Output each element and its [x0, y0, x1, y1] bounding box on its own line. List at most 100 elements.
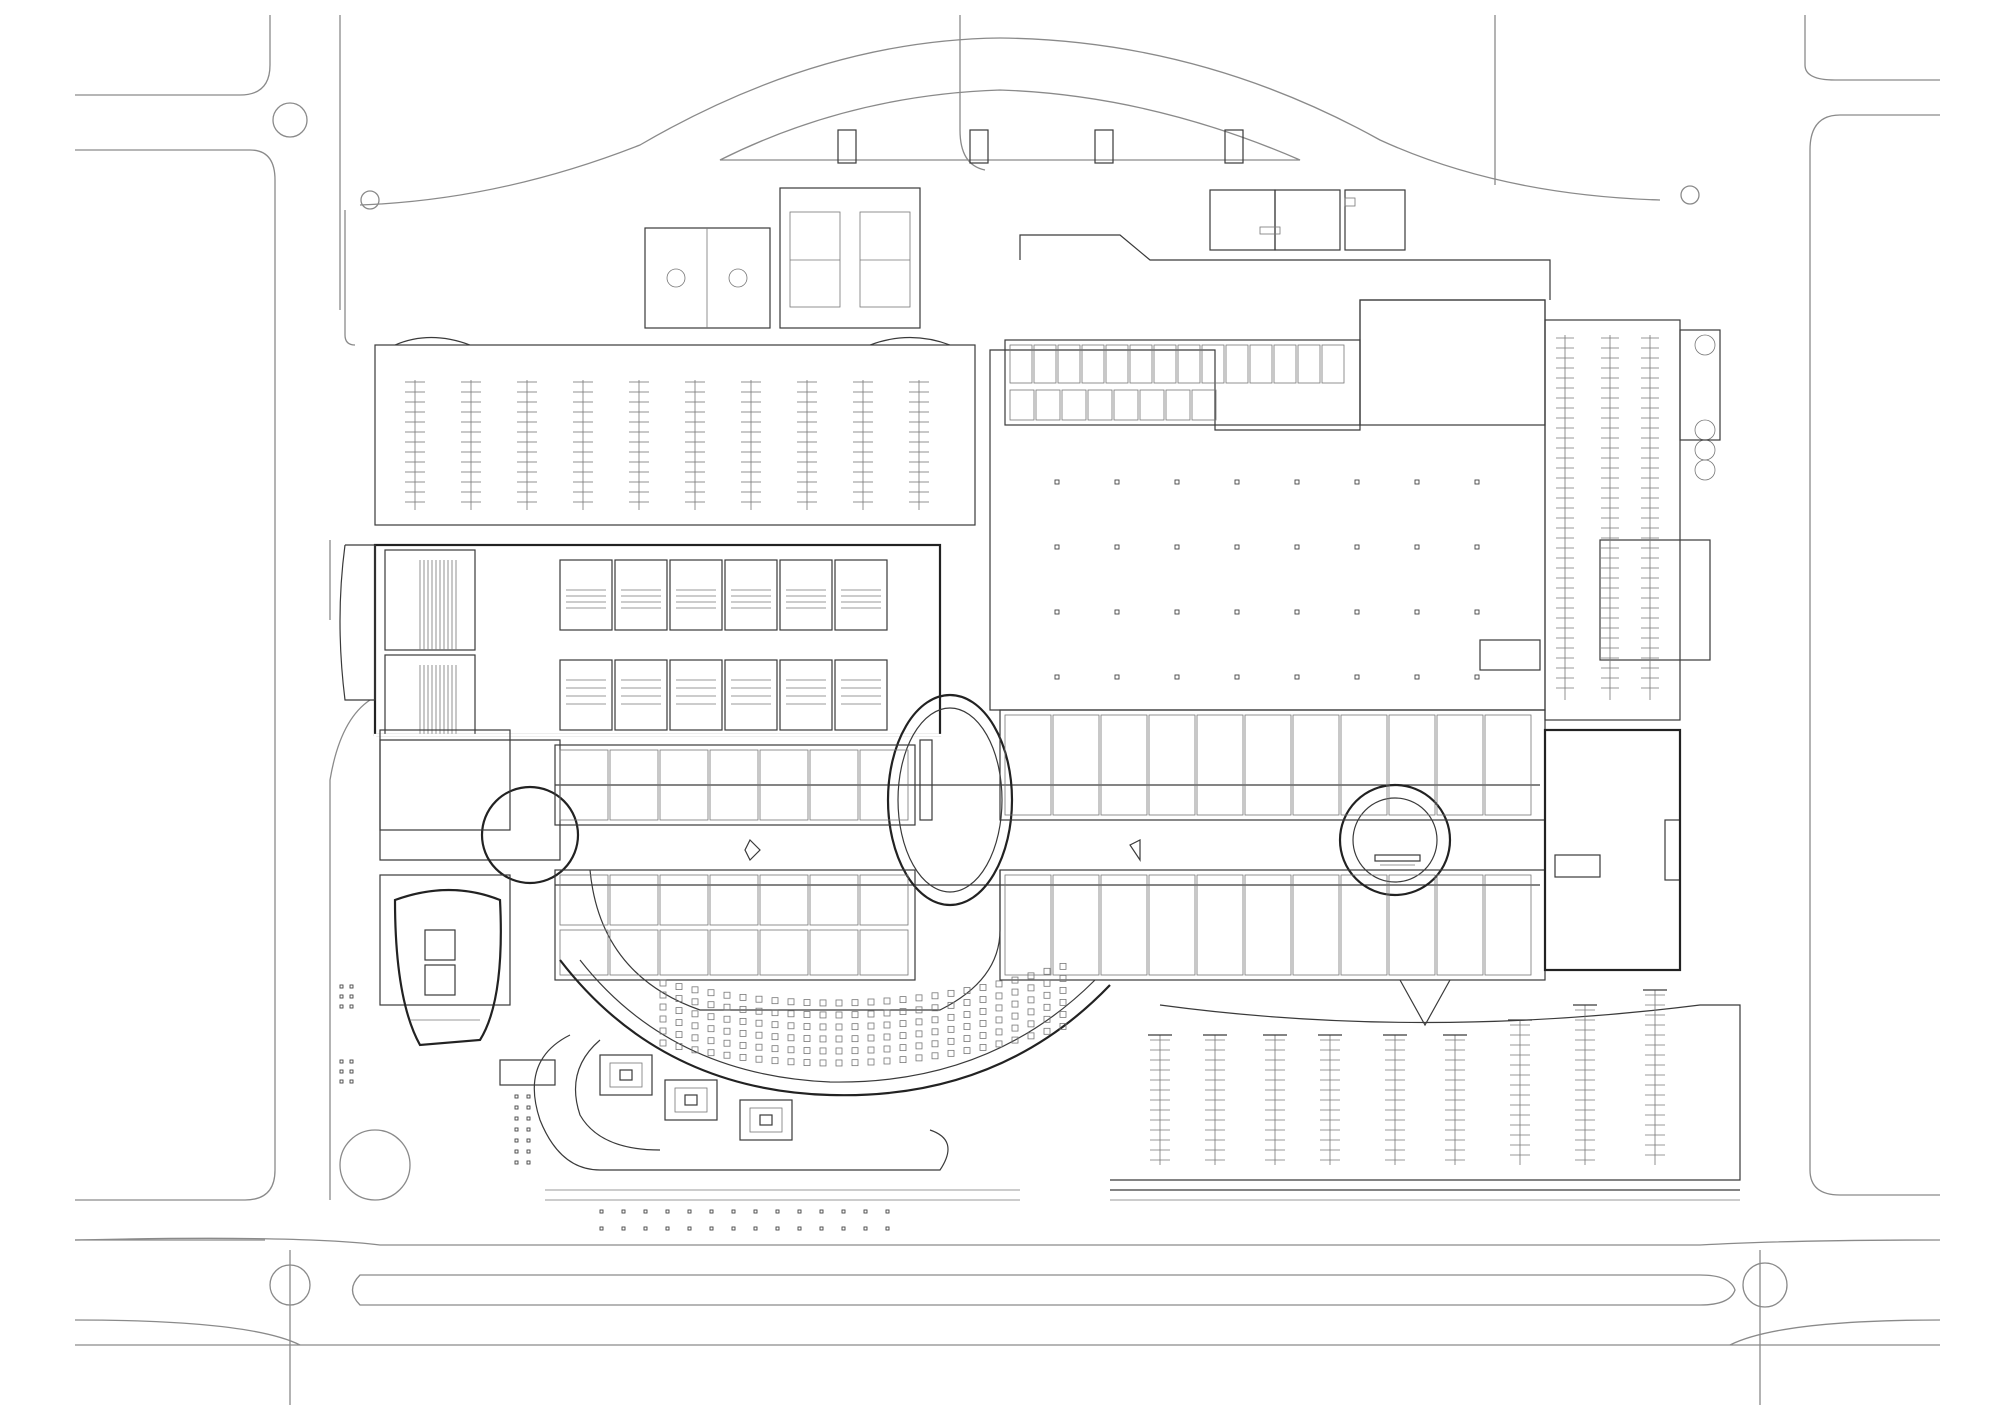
room [709, 874, 759, 926]
dining-table [771, 1033, 779, 1041]
bollard [526, 1094, 531, 1099]
bollard [514, 1094, 519, 1099]
office-room [1061, 389, 1087, 421]
column [1474, 479, 1480, 485]
bollard [753, 1226, 758, 1231]
north-parking [374, 336, 976, 526]
classroom [614, 659, 668, 731]
bollard [514, 1116, 519, 1121]
bollard [514, 1105, 519, 1110]
office-room [1139, 389, 1165, 421]
dining-table [739, 1029, 747, 1037]
dining-table [915, 1054, 923, 1062]
dining-table [947, 1001, 955, 1009]
room [1196, 714, 1244, 816]
dining-table [835, 1011, 843, 1019]
column [1474, 674, 1480, 680]
dining-table [1043, 991, 1051, 999]
dining-table [931, 1016, 939, 1024]
dining-table [931, 1004, 939, 1012]
bollard [349, 1079, 354, 1084]
bollard [526, 1138, 531, 1143]
dining-table [1011, 1012, 1019, 1020]
room [1004, 714, 1052, 816]
dining-table [803, 1035, 811, 1042]
room [859, 874, 909, 926]
dining-table [899, 1044, 907, 1052]
bollard [599, 1209, 604, 1214]
room [1100, 714, 1148, 816]
column [1354, 609, 1360, 615]
dining-table [963, 987, 971, 994]
sports-courts [644, 129, 1406, 329]
dining-table [963, 1035, 971, 1042]
office-room [1225, 344, 1249, 384]
dining-table [867, 1034, 875, 1042]
column [1114, 544, 1120, 550]
classroom [669, 559, 723, 631]
dining-table [899, 1056, 907, 1064]
pavilion-core [684, 1094, 698, 1106]
dining-table [723, 1027, 731, 1035]
dining-table [851, 1011, 859, 1019]
dining-table [1059, 986, 1067, 994]
dining-table [995, 1004, 1003, 1012]
road-network [74, 15, 1941, 1405]
dining-table [915, 994, 923, 1002]
room [809, 874, 859, 926]
dining-table [787, 1034, 795, 1042]
room [1052, 874, 1100, 976]
room [1340, 714, 1388, 816]
dining-table [867, 1058, 875, 1066]
office-room [1009, 344, 1033, 384]
classroom [669, 659, 723, 731]
dining-table [771, 1009, 779, 1017]
classroom [834, 559, 888, 631]
room [659, 929, 709, 976]
dining-table [995, 1028, 1003, 1036]
dining-table [915, 1018, 923, 1026]
room [1340, 874, 1388, 976]
dining-table [691, 1034, 699, 1042]
dining-table [915, 1006, 923, 1014]
dining-table [1059, 962, 1067, 970]
dining-table [867, 998, 875, 1006]
dining-table [755, 1055, 763, 1063]
dining-table [963, 1047, 971, 1054]
room [1292, 714, 1340, 816]
pavilion-roof [749, 1107, 783, 1133]
room [1052, 714, 1100, 816]
office-room [1153, 344, 1177, 384]
west-teaching-block [339, 543, 942, 737]
bollard [709, 1226, 714, 1231]
room [1436, 874, 1484, 976]
dining-table [803, 1047, 811, 1054]
dining-table [691, 986, 699, 994]
column [1354, 479, 1360, 485]
column [1114, 479, 1120, 485]
dining-table [787, 998, 795, 1006]
dining-table [1059, 998, 1067, 1006]
room [809, 929, 859, 976]
dining-table [1043, 1003, 1051, 1011]
dining-table [1011, 988, 1019, 996]
dining-table [1059, 974, 1067, 982]
bollard [775, 1209, 780, 1214]
office-room [1105, 344, 1129, 384]
dining-table [819, 1035, 827, 1043]
dining-table [819, 1047, 827, 1055]
dining-table [883, 1045, 891, 1053]
bollard [841, 1209, 846, 1214]
bollard [514, 1138, 519, 1143]
dining-table [931, 1040, 939, 1048]
office-room [1033, 344, 1057, 384]
bollard [687, 1226, 692, 1231]
classroom [614, 559, 668, 631]
column [1294, 609, 1300, 615]
admin-rooms [1004, 339, 1361, 426]
office-room [1201, 344, 1225, 384]
bollard [339, 1079, 344, 1084]
room [1388, 874, 1436, 976]
dining-table [723, 1015, 731, 1023]
dining-table [659, 991, 667, 999]
